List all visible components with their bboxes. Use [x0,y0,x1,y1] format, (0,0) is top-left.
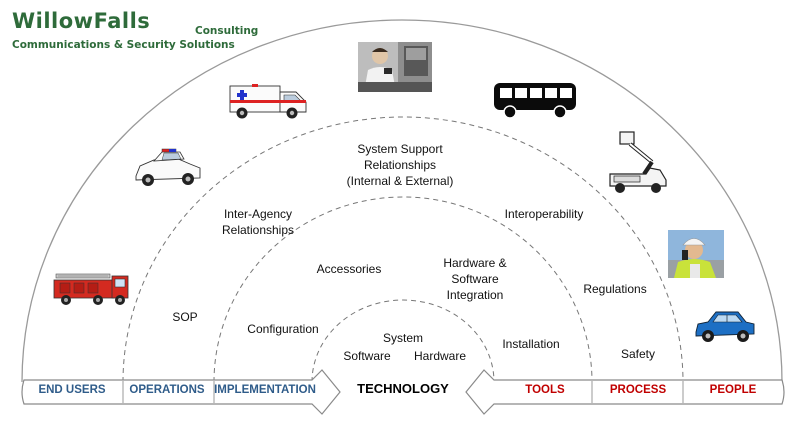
label-line: Software [451,272,499,286]
bus-icon [494,83,576,119]
fire-truck-icon [53,273,129,305]
ring-arc-operations [122,116,684,383]
label-line: Installation [502,337,560,351]
ring-arc-technology [311,299,495,383]
dispatcher-photo [358,42,432,92]
outer-arc [21,19,783,383]
left-arrow-band [21,369,341,415]
band-people: PEOPLE [709,384,757,396]
logo-suffix: Consulting [195,25,259,37]
band-tools: TOOLS [525,384,565,396]
ring-arc-implementation [213,196,593,383]
label-line: Configuration [247,322,319,336]
label-regulations: Regulations [583,281,646,297]
band-operations: OPERATIONS [129,384,205,396]
worker-photo [668,230,724,278]
label-line: Hardware & [443,256,507,270]
label-hardware: Hardware [414,348,466,364]
label-system: System [383,330,423,346]
label-line: Safety [620,347,656,361]
label-line: Integration [446,288,504,302]
label-safety: Safety [621,346,655,362]
label-sop: SOP [172,309,197,325]
label-line: Regulations [583,282,647,296]
label-line: Hardware [413,349,467,363]
label-line: Relationships [221,223,295,237]
label-line: Relationships [363,158,437,172]
ambulance-icon [229,84,307,119]
logo-tagline: Communications & Security Solutions [12,39,235,51]
logo-name: WillowFalls [12,9,151,33]
band-technology: TECHNOLOGY [357,381,449,396]
blue-car-icon [695,311,755,342]
label-line: Accessories [316,262,382,276]
band-process: PROCESS [609,384,667,396]
bucket-truck-icon [609,131,667,193]
label-line: System Support [357,142,443,156]
label-line: System [382,331,424,345]
band-end-users: END USERS [38,384,106,396]
label-line: Inter-Agency [223,207,293,221]
label-line: SOP [172,310,198,324]
band-implementation: IMPLEMENTATION [214,384,316,396]
label-accessories: Accessories [317,261,382,277]
label-software: Software [343,348,390,364]
label-line: (Internal & External) [346,174,454,188]
label-line: Interoperability [504,207,584,221]
police-car-icon [135,148,201,186]
label-interoperability: Interoperability [505,206,584,222]
logo: WillowFalls Consulting Communications & … [12,9,258,51]
label-line: Software [343,349,391,363]
right-arrow-band [465,369,785,415]
label-installation: Installation [502,336,559,352]
label-configuration: Configuration [247,321,318,337]
